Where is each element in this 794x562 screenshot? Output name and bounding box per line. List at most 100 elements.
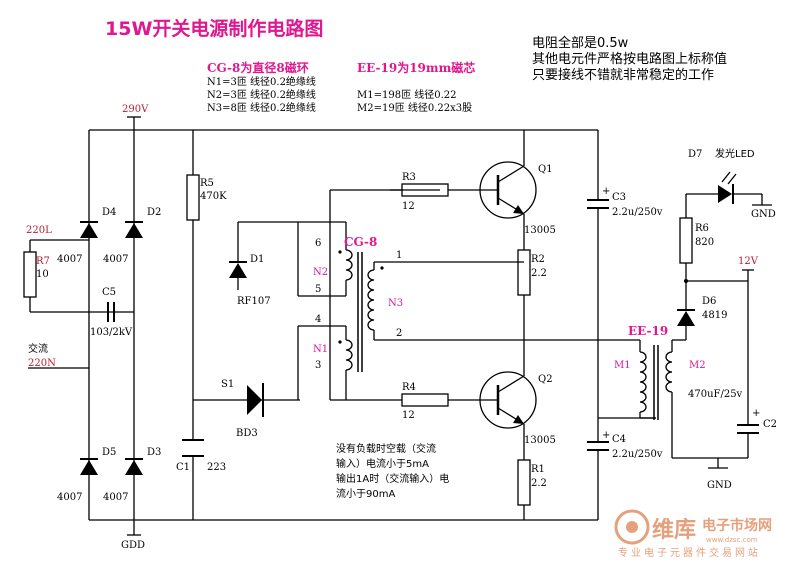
cg8-spec-heading: CG-8为直径8磁环: [207, 60, 309, 75]
svg-text:BD3: BD3: [236, 428, 258, 439]
resistor-r5: [186, 174, 200, 221]
svg-text:R3: R3: [402, 172, 416, 183]
input-220n: 交流 220N: [28, 342, 89, 369]
diode-d2: D2 4007: [103, 207, 161, 265]
diagram-title: 15W开关电源制作电路图: [105, 17, 323, 40]
svg-text:C4: C4: [612, 434, 626, 445]
diode-d1: D1 RF107: [229, 221, 298, 307]
gnd-label-output: GND: [707, 480, 732, 491]
svg-text:RF107: RF107: [237, 296, 271, 307]
svg-text:Q1: Q1: [538, 164, 553, 175]
input-ac-label: 交流: [28, 342, 48, 355]
svg-text:5: 5: [315, 284, 321, 295]
diode-d5: D5 4007: [57, 447, 116, 503]
winding-m1: [639, 351, 647, 413]
svg-text:流小于90mA: 流小于90mA: [336, 487, 395, 500]
svg-text:R6: R6: [695, 223, 709, 234]
svg-text:2.2: 2.2: [531, 268, 547, 279]
resistor-r4: R4 12: [330, 382, 480, 421]
ee19-label: EE-19: [628, 324, 668, 338]
cg8-label: CG-8: [344, 235, 377, 249]
resistor-r7: [23, 251, 37, 298]
capacitor-c2-plus: +: [752, 408, 760, 419]
svg-text:D4: D4: [102, 207, 116, 218]
svg-text:470K: 470K: [200, 191, 227, 202]
ee19-spec-heading: EE-19为19mm磁芯: [357, 60, 475, 75]
transistor-q2: Q2 13005: [479, 370, 556, 460]
svg-text:C5: C5: [102, 287, 116, 298]
svg-text:2.2: 2.2: [531, 478, 547, 489]
svg-text:电子市场网: 电子市场网: [702, 517, 772, 534]
svg-text:4819: 4819: [702, 310, 727, 321]
rail-290v-label: 290V: [122, 104, 149, 115]
led-d7: D7 发光LED: [688, 147, 755, 204]
cg8-spec-n3: N3=8匝 线径0.2绝缘线: [207, 101, 316, 114]
svg-text:D5: D5: [102, 447, 116, 458]
resistor-r1: R1 2.2: [517, 459, 547, 520]
svg-text:R7: R7: [36, 256, 50, 267]
transistor-q1: Q1 13005: [479, 130, 556, 250]
note-line-1: 电阻全部是0.5w: [532, 35, 629, 51]
svg-text:没有负载时空载（交流: 没有负载时空载（交流: [336, 442, 436, 455]
svg-text:N1: N1: [313, 344, 328, 355]
cg8-spec-n1: N1=3匝 线径0.2绝缘线: [207, 75, 316, 88]
svg-text:R4: R4: [402, 382, 416, 393]
capacitor-c5: C5 103/2kV: [90, 287, 133, 338]
rail-12v-label: 12V: [738, 256, 759, 267]
bridge-rectifier: D4 4007 D2 4007 D5 4007 D3 4007: [57, 130, 161, 520]
svg-text:13005: 13005: [524, 225, 556, 236]
svg-text:12: 12: [402, 410, 415, 421]
svg-text:2: 2: [396, 328, 402, 339]
note-line-2: 其他电元件严格按电路图上标称值: [532, 51, 727, 67]
svg-text:1: 1: [396, 250, 402, 261]
svg-text:4007: 4007: [103, 492, 128, 503]
diac-s1: S1 BD3: [221, 379, 300, 439]
svg-text:D1: D1: [250, 254, 264, 265]
svg-text:13005: 13005: [524, 435, 556, 446]
svg-text:D2: D2: [147, 207, 161, 218]
svg-text:发光LED: 发光LED: [715, 147, 755, 160]
svg-text:4007: 4007: [57, 254, 82, 265]
transformer-cg8: CG-8 N2 N1 N3 6 5 1 2 4 3: [297, 189, 640, 400]
svg-text:N3: N3: [388, 298, 403, 309]
note-line-3: 只要接线不错就非常稳定的工作: [532, 67, 714, 83]
svg-text:C1: C1: [176, 462, 190, 473]
watermark-logo-icon: [614, 509, 650, 545]
rail-gdd-label: GDD: [121, 540, 145, 551]
rail-290v: 290V: [89, 104, 524, 131]
resistor-r3: R3 12: [390, 172, 480, 212]
svg-text:输出1A时（交流输入）电: 输出1A时（交流输入）电: [336, 472, 449, 485]
svg-text:223: 223: [207, 462, 226, 473]
winding-n1: [345, 339, 353, 371]
capacitor-c1: C1 223: [176, 439, 226, 473]
svg-text:2.2u/250v: 2.2u/250v: [612, 449, 663, 460]
svg-text:M2: M2: [689, 360, 706, 371]
svg-text:470uF/25v: 470uF/25v: [688, 389, 743, 400]
diode-d6: D6 4819: [677, 296, 727, 326]
ee19-spec-m2: M2=19匝 线径0.22x3股: [357, 101, 472, 114]
svg-text:12: 12: [402, 201, 415, 212]
diode-d4: D4 4007: [57, 207, 116, 265]
winding-m2: [665, 351, 673, 393]
svg-text:维库: 维库: [652, 517, 696, 543]
current-annotation: 没有负载时空载（交流 输入）电流小于5mA 输出1A时（交流输入）电 流小于90…: [336, 442, 449, 500]
svg-text:820: 820: [695, 237, 714, 248]
half-bridge-caps: + C3 2.2u/250v + C4 2.2u/250v: [524, 129, 663, 520]
svg-text:D3: D3: [147, 447, 161, 458]
svg-text:R1: R1: [531, 464, 545, 475]
svg-text:S1: S1: [221, 379, 234, 390]
svg-text:M1: M1: [614, 360, 631, 371]
svg-text:输入）电流小于5mA: 输入）电流小于5mA: [336, 457, 429, 470]
capacitor-c4-plus: +: [602, 430, 610, 441]
gnd-label-led: GND: [751, 209, 776, 220]
output-section: D7 发光LED GND R6 820 12V D6 4819 GND: [671, 147, 777, 491]
winding-n3: [367, 269, 375, 331]
svg-text:Q2: Q2: [538, 374, 553, 385]
cg8-spec-n2: N2=3匝 线径0.2绝缘线: [207, 88, 316, 101]
svg-text:www.dzsc.com: www.dzsc.com: [706, 536, 758, 544]
rail-gnd: GDD: [89, 519, 598, 551]
diode-d3: D3 4007: [103, 447, 161, 503]
resistor-r6: [679, 217, 693, 264]
